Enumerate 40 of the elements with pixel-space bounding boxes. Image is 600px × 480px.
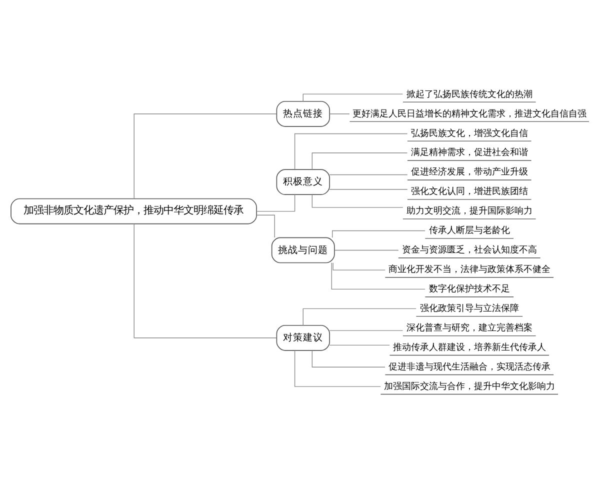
connector xyxy=(329,344,390,346)
node-text: 强化文化认同，增进民族团结 xyxy=(410,186,528,197)
connector xyxy=(312,152,408,170)
node-text: 推动传承人群建设，培养新生代传承人 xyxy=(392,342,546,352)
connector xyxy=(329,188,408,190)
connector xyxy=(334,249,399,250)
node-text: 传承人断层与老龄化 xyxy=(428,226,510,236)
node-box: 加强非物质文化遗产保护，推动中华文明绵延传承 xyxy=(10,198,257,224)
connector xyxy=(332,230,426,238)
connector xyxy=(256,214,275,238)
connector xyxy=(134,113,277,199)
node-box: 对策建议 xyxy=(276,324,330,350)
connector xyxy=(329,113,350,114)
node-text: 满足精神需求，促进社会和谐 xyxy=(410,148,528,158)
connector xyxy=(256,194,296,212)
node-text: 更好满足人民日益增长的精神文化需求，推进文化自信自强 xyxy=(352,108,586,119)
node-text: 资金与资源匮乏，社会认知度不高 xyxy=(402,245,537,256)
connector xyxy=(302,93,404,102)
connector xyxy=(294,132,408,170)
node-text: 数字化保护技术不足 xyxy=(428,284,510,294)
node-box: 挑战与问题 xyxy=(271,236,335,263)
node-text: 强化政策引导与立法保障 xyxy=(420,304,519,314)
node-text: 加强国际交流与合作，提升中华文化影响力 xyxy=(384,381,555,392)
connector xyxy=(312,194,404,208)
node-text: 深化普查与研究，建立完善档案 xyxy=(406,323,532,334)
connector xyxy=(302,308,416,326)
connector xyxy=(329,174,408,175)
node-text: 商业化开发不当，法律与政策体系不健全 xyxy=(388,264,550,275)
connector xyxy=(312,350,386,367)
node-box: 热点链接 xyxy=(276,100,330,126)
node-text: 促进非遗与现代生活融合，实现活态传承 xyxy=(388,362,550,372)
connector xyxy=(331,262,426,290)
node-text: 掀起了弘扬民族传统文化的热潮 xyxy=(406,89,532,100)
node-text: 促进经济发展，带动产业升级 xyxy=(410,167,528,178)
node-text: 弘扬民族文化，增强文化自信 xyxy=(410,128,528,138)
node-box: 积极意义 xyxy=(276,168,330,195)
node-text: 助力文明交流，提升国际影响力 xyxy=(406,206,532,216)
connector xyxy=(294,350,381,386)
connector xyxy=(134,223,277,338)
connector xyxy=(332,262,386,270)
